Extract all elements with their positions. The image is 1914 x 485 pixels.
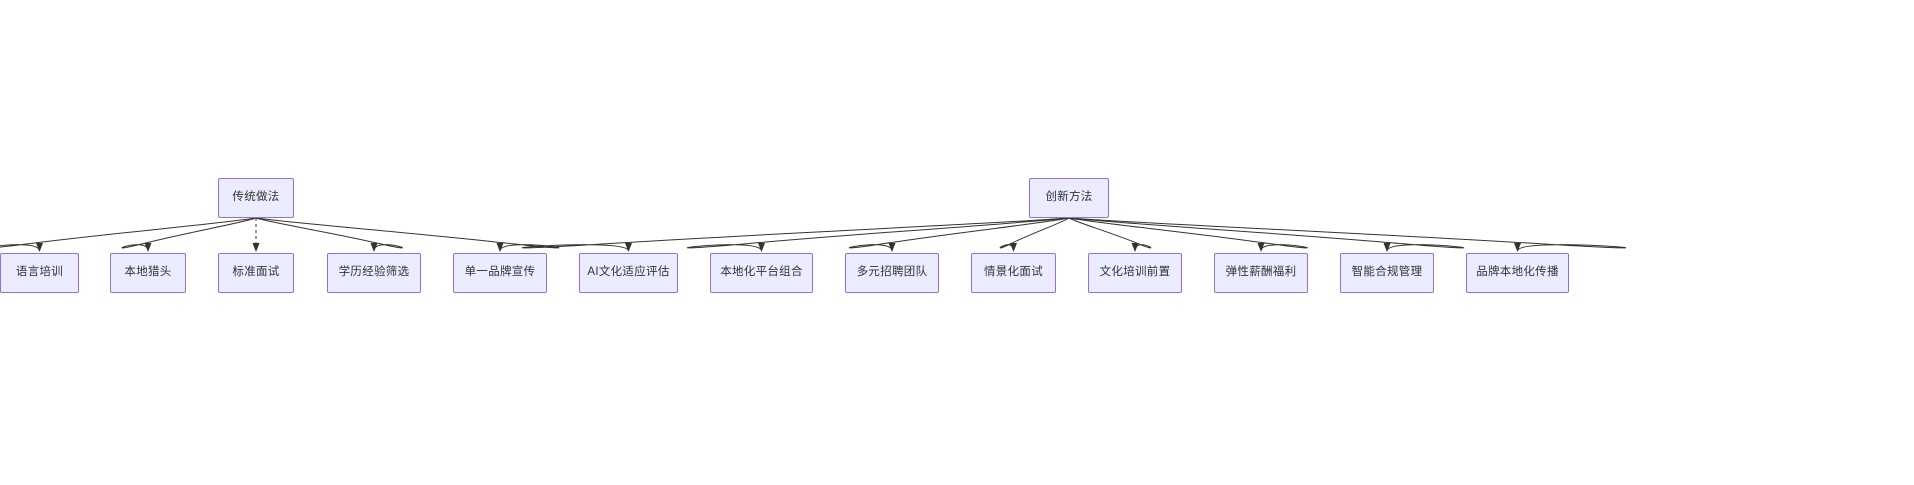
leaf-node-n8[interactable]: 本地化平台组合 — [710, 253, 813, 293]
node-label: 创新方法 — [1045, 191, 1093, 204]
leaf-node-n9[interactable]: 多元招聘团队 — [845, 253, 939, 293]
edge-n6-to-n8 — [687, 217, 1070, 252]
edge-n6-to-n12 — [1068, 217, 1308, 252]
leaf-node-n11[interactable]: 文化培训前置 — [1088, 253, 1182, 293]
node-label: 本地猎头 — [124, 266, 172, 279]
edge-n0-to-n2 — [121, 217, 257, 252]
leaf-node-n2[interactable]: 本地猎头 — [110, 253, 186, 293]
edge-n6-to-n10 — [999, 217, 1070, 252]
node-label: 单一品牌宣传 — [464, 266, 536, 279]
node-label: 语言培训 — [15, 266, 64, 279]
edge-n6-to-n11 — [1068, 217, 1152, 252]
root-node-n0[interactable]: 传统做法 — [218, 178, 294, 218]
leaf-node-n1[interactable]: 语言培训 — [0, 253, 79, 293]
node-label: 传统做法 — [232, 191, 280, 204]
root-node-n6[interactable]: 创新方法 — [1029, 178, 1109, 218]
edge-n6-to-n14 — [1068, 217, 1626, 252]
node-label: 本地化平台组合 — [720, 266, 803, 279]
edge-n0-to-n1 — [0, 217, 257, 252]
node-label: 情景化面试 — [984, 266, 1043, 279]
leaf-node-n14[interactable]: 品牌本地化传播 — [1466, 253, 1569, 293]
edge-n6-to-n9 — [848, 217, 1070, 252]
leaf-node-n10[interactable]: 情景化面试 — [971, 253, 1056, 293]
leaf-node-n3[interactable]: 标准面试 — [218, 253, 294, 293]
node-label: 多元招聘团队 — [856, 266, 928, 279]
leaf-node-n7[interactable]: AI文化适应评估 — [579, 253, 678, 293]
edge-n0-to-n4 — [255, 217, 403, 252]
node-label: 学历经验筛选 — [338, 266, 410, 279]
node-label: 弹性薪酬福利 — [1225, 266, 1297, 279]
node-label: 品牌本地化传播 — [1476, 266, 1559, 279]
node-label: AI文化适应评估 — [587, 266, 670, 279]
node-label: 智能合规管理 — [1351, 266, 1423, 279]
edges-group — [0, 217, 1626, 252]
edge-n0-to-n5 — [255, 217, 560, 252]
leaf-node-n13[interactable]: 智能合规管理 — [1340, 253, 1434, 293]
leaf-node-n4[interactable]: 学历经验筛选 — [327, 253, 421, 293]
edge-n6-to-n13 — [1068, 217, 1464, 252]
leaf-node-n12[interactable]: 弹性薪酬福利 — [1214, 253, 1308, 293]
edge-n6-to-n7 — [522, 217, 1070, 252]
node-label: 文化培训前置 — [1099, 266, 1171, 279]
node-label: 标准面试 — [232, 266, 280, 279]
leaf-node-n5[interactable]: 单一品牌宣传 — [453, 253, 547, 293]
